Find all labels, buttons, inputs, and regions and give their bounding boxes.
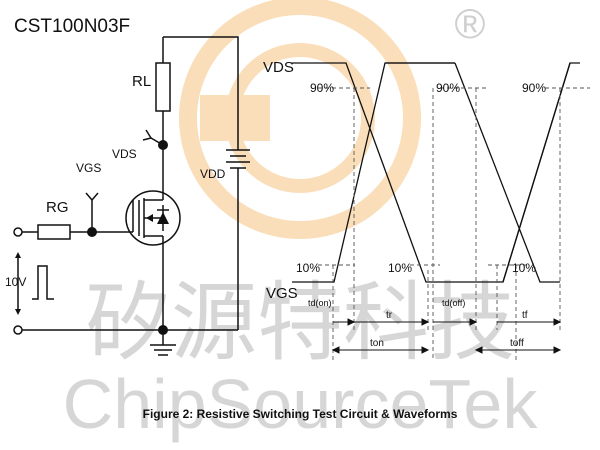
- waveform-labels: VDS VGS 90% 90% 90% 10% 10% 10% td(on) t…: [263, 59, 546, 349]
- circuit-fills: [15, 140, 169, 335]
- input-terminal-bottom: [13, 325, 23, 335]
- top-rail-wire: [163, 36, 239, 140]
- pulse-arrow-up: [15, 252, 21, 258]
- circuit-labels: RL VDS VGS RG VDD 10V: [5, 73, 226, 289]
- label-tr: tr: [386, 310, 393, 321]
- vgs-trace-fall: [502, 62, 580, 283]
- registered-mark: ®: [455, 0, 486, 47]
- arrowhead-8: [553, 346, 562, 354]
- arrowhead-2: [421, 318, 430, 326]
- label-rg: RG: [46, 199, 69, 216]
- input-pulse-symbol: [32, 265, 54, 300]
- junction-source: [158, 325, 168, 335]
- label-vgs-probe: VGS: [76, 161, 101, 175]
- arrowhead-5: [331, 346, 340, 354]
- arrowhead-1: [347, 318, 356, 326]
- label-tf: tf: [522, 310, 528, 321]
- label-90-a: 90%: [310, 81, 334, 95]
- waveforms: [292, 62, 580, 283]
- junction-drain: [158, 140, 168, 150]
- label-tdoff: td(off): [442, 298, 465, 308]
- label-10-c: 10%: [512, 261, 536, 275]
- arrowhead-4: [553, 318, 562, 326]
- arrowhead-7: [474, 346, 483, 354]
- arrowhead-3: [469, 318, 478, 326]
- label-vds-wave: VDS: [263, 59, 294, 76]
- label-vds-probe: VDS: [112, 147, 137, 161]
- body-diode-arrow: [157, 212, 169, 224]
- vds-trace-rise: [454, 62, 560, 283]
- mosfet-channel-arrow: [146, 214, 153, 222]
- label-vgs-wave: VGS: [266, 285, 298, 302]
- label-10-a: 10%: [296, 261, 320, 275]
- vgs-trace: [292, 62, 455, 283]
- label-tdon: td(on): [308, 298, 332, 308]
- label-90-c: 90%: [522, 81, 546, 95]
- input-terminal-top: [13, 227, 23, 237]
- label-10v: 10V: [5, 275, 26, 289]
- waveform-guides: [318, 87, 590, 360]
- label-rl: RL: [132, 73, 151, 90]
- watermark-logo: [179, 0, 421, 239]
- label-ton: ton: [370, 338, 384, 349]
- vgs-probe-tip: [85, 192, 99, 202]
- watermark-latin: ChipSourceTek: [63, 365, 539, 443]
- arrowhead-6: [421, 346, 430, 354]
- label-10-b: 10%: [388, 261, 412, 275]
- load-resistor: [155, 62, 171, 112]
- part-number: CST100N03F: [14, 16, 130, 37]
- timing-arrows: [331, 318, 562, 354]
- vds-probe-tip: [142, 129, 153, 141]
- pulse-arrow-down: [15, 309, 21, 315]
- figure-caption: Figure 2: Resistive Switching Test Circu…: [143, 407, 458, 421]
- gate-resistor: [37, 224, 71, 240]
- watermark-chinese: 矽源特科技: [85, 275, 515, 371]
- test-circuit: [13, 36, 250, 356]
- label-vdd: VDD: [200, 167, 226, 181]
- label-toff: toff: [510, 338, 524, 349]
- label-90-b: 90%: [436, 81, 460, 95]
- mosfet-body: [125, 190, 181, 246]
- junction-gate: [87, 227, 97, 237]
